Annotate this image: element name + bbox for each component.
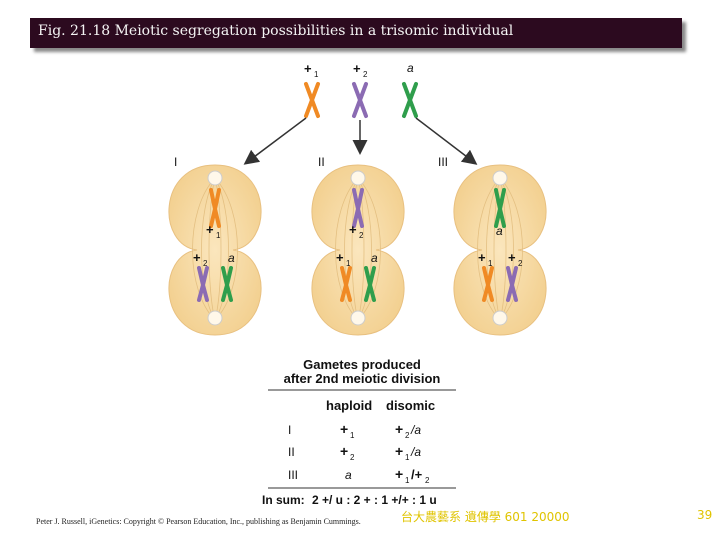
svg-text:+: + (340, 443, 348, 459)
chromosome-green (364, 266, 376, 302)
top-chromosome-purple (352, 82, 368, 118)
svg-text:+: + (340, 421, 348, 437)
chromosome-orange (340, 266, 352, 302)
table-heading-line1: Gametes produced (303, 357, 421, 372)
top-label-plus1: + 1 (304, 61, 319, 79)
top-label-a: a (407, 61, 414, 75)
centrosome-icon (492, 170, 508, 186)
svg-text:II: II (288, 445, 295, 459)
page-number: 39 (697, 508, 713, 522)
cell-II: + 2 + 1 a (311, 164, 405, 336)
table-row: III a + 1 /+ 2 (288, 466, 430, 485)
centrosome-icon (207, 170, 223, 186)
svg-text:2: 2 (350, 453, 355, 462)
svg-text:I: I (288, 423, 291, 437)
svg-text:2: 2 (518, 259, 523, 268)
chromosome-purple (352, 188, 364, 228)
svg-text:2: 2 (405, 431, 410, 440)
svg-text:+: + (395, 443, 403, 459)
svg-text:/a: /a (410, 445, 421, 459)
arrow-to-cell-I (243, 117, 307, 165)
svg-text:1: 1 (314, 70, 319, 79)
svg-text:+: + (193, 250, 201, 265)
chromosome-orange (482, 266, 494, 302)
top-chromosome-orange (304, 82, 320, 118)
column-header-haploid: haploid (326, 398, 372, 413)
cell-numeral-II: II (318, 155, 325, 169)
cell-III: a + 1 + 2 (453, 164, 547, 336)
cell-lower-left-label: + 2 (193, 250, 208, 268)
arrow-to-cell-III (415, 117, 478, 165)
footer-course-label: 台大農藝系 遺傳學 601 20000 (401, 510, 570, 524)
cell-lower-left-label: + 1 (478, 250, 493, 268)
gamete-table: Gametes produced after 2nd meiotic divis… (262, 357, 456, 507)
svg-text:1: 1 (405, 453, 410, 462)
svg-text:+: + (395, 421, 403, 437)
top-label-plus2: + 2 (353, 61, 368, 79)
cell-upper-label: + 1 (206, 222, 221, 240)
svg-text:2: 2 (203, 259, 208, 268)
centrosome-icon (350, 310, 366, 326)
table-heading-line2: after 2nd meiotic division (284, 371, 441, 386)
svg-text:2: 2 (363, 70, 368, 79)
footer-credit: Peter J. Russell, iGenetics: Copyright ©… (36, 517, 361, 526)
chromosome-purple (506, 266, 518, 302)
svg-text:1: 1 (405, 476, 410, 485)
top-chromosome-green (402, 82, 418, 118)
figure-title: Fig. 21.18 Meiotic segregation possibili… (38, 23, 514, 39)
cell-lower-left-label: + 1 (336, 250, 351, 268)
svg-text:1: 1 (350, 431, 355, 440)
svg-text:2: 2 (425, 476, 430, 485)
svg-text:a: a (345, 468, 352, 482)
svg-text:1: 1 (346, 259, 351, 268)
cell-lower-right-label: + 2 (508, 250, 523, 268)
svg-text:/+: /+ (411, 467, 423, 482)
cell-upper-label: + 2 (349, 222, 364, 240)
svg-text:+: + (353, 61, 361, 76)
svg-text:/a: /a (410, 423, 421, 437)
chromosome-orange (209, 188, 221, 228)
cell-lower-right-label: a (371, 251, 378, 265)
cell-I: + 1 + 2 a (168, 164, 262, 336)
centrosome-icon (492, 310, 508, 326)
svg-text:+: + (206, 222, 214, 237)
sum-expression: 2 +/ u : 2 + : 1 +/+ : 1 u (312, 493, 437, 507)
svg-text:+: + (349, 222, 357, 237)
svg-text:+: + (478, 250, 486, 265)
table-row: I + 1 + 2 /a (288, 421, 421, 440)
svg-text:1: 1 (488, 259, 493, 268)
chromosome-green (494, 188, 506, 228)
cell-numeral-III: III (438, 155, 448, 169)
svg-text:III: III (288, 468, 298, 482)
centrosome-icon (207, 310, 223, 326)
cell-upper-label: a (496, 224, 503, 238)
title-bar: Fig. 21.18 Meiotic segregation possibili… (30, 18, 682, 48)
table-row: II + 2 + 1 /a (288, 443, 421, 462)
centrosome-icon (350, 170, 366, 186)
chromosome-green (221, 266, 233, 302)
svg-text:1: 1 (216, 231, 221, 240)
cell-numeral-I: I (174, 155, 177, 169)
sum-prefix: In sum: (262, 493, 305, 507)
column-header-disomic: disomic (386, 398, 435, 413)
svg-text:2: 2 (359, 231, 364, 240)
chromosome-purple (197, 266, 209, 302)
svg-text:+: + (336, 250, 344, 265)
svg-text:+: + (304, 61, 312, 76)
cell-lower-right-label: a (228, 251, 235, 265)
svg-text:+: + (508, 250, 516, 265)
svg-text:+: + (395, 466, 403, 482)
